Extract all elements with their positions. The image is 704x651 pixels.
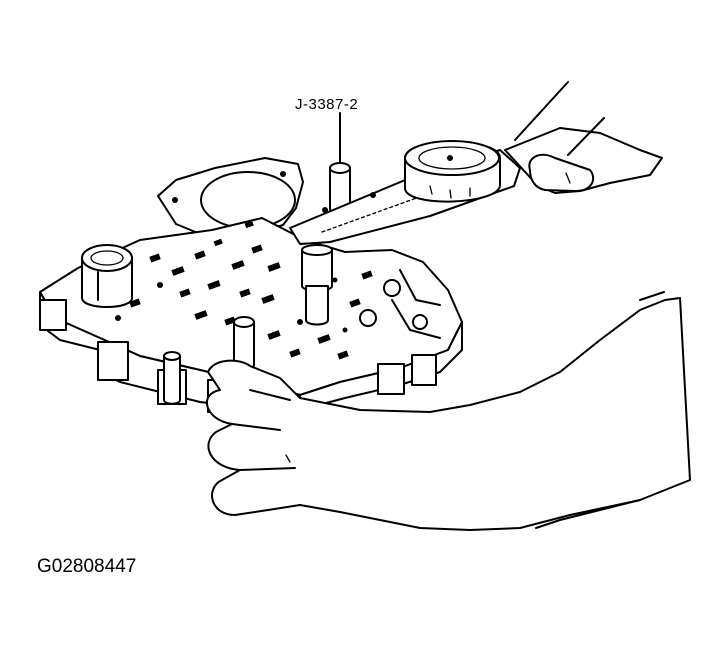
gauge-tool — [289, 140, 521, 326]
tool-number-label: J-3387-2 — [295, 96, 359, 113]
arm-contour — [639, 291, 665, 301]
valve-pins — [163, 162, 351, 405]
figure-code: G02808447 — [37, 556, 137, 577]
left-hand — [206, 297, 691, 531]
solenoid-cylinder — [81, 244, 133, 308]
port-pattern — [111, 220, 373, 360]
right-hand — [504, 81, 663, 194]
